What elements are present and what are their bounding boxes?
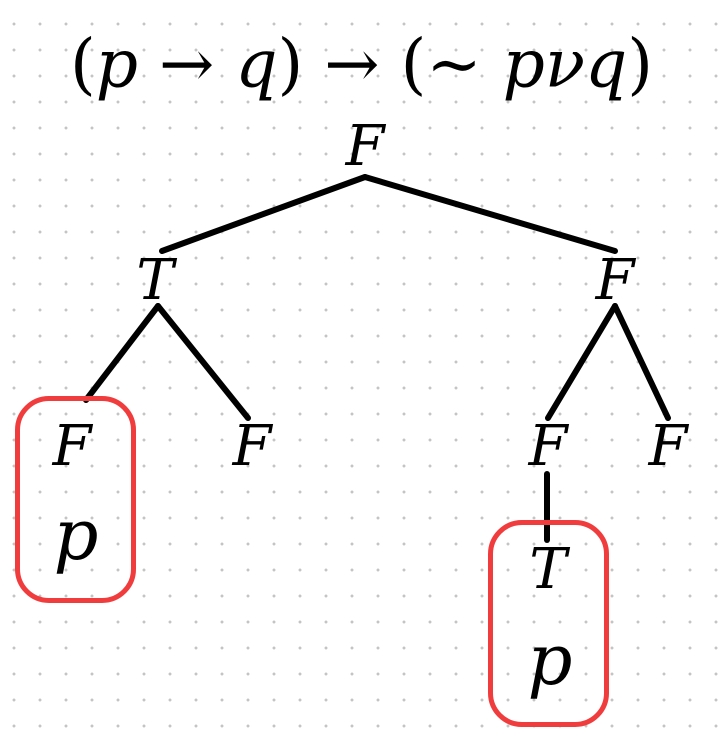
formula-open-paren: ( (70, 25, 96, 103)
left-variable-group-box (15, 396, 136, 603)
formula-main-arrow: → (324, 25, 380, 103)
edge-right-rightright (612, 303, 671, 421)
formula-open-paren-2: ( (400, 25, 427, 103)
edge-left-leftleft (83, 303, 161, 403)
formula-var-q: q (235, 25, 278, 103)
formula-connective: ν (544, 25, 585, 103)
node-left: T (136, 248, 174, 313)
node-right: F (595, 248, 635, 313)
edge-root-right (362, 174, 618, 254)
node-root: F (345, 114, 385, 179)
node-right-right: F (648, 414, 688, 479)
formula-arrow: → (158, 25, 215, 103)
formula-close-paren: ) (277, 25, 304, 103)
formula-var-p-2: p (502, 25, 545, 103)
right-variable-group-box (488, 520, 609, 727)
node-left-right: F (232, 414, 272, 479)
formula-tilde: ∼ (426, 25, 482, 103)
right-group-variable: p (527, 619, 573, 701)
formula-close-paren-2: ) (627, 25, 653, 103)
edge-root-left (159, 174, 368, 254)
node-left-left: F (52, 414, 92, 479)
formula: (p → q) → (∼ pνq) (70, 26, 653, 103)
left-group-variable: p (53, 494, 99, 576)
node-right-left-child: T (529, 537, 567, 602)
edge-left-leftright (155, 303, 251, 421)
edge-right-rightleft (545, 303, 618, 421)
formula-var-p: p (95, 25, 139, 103)
formula-var-q-2: q (584, 25, 628, 103)
node-right-left: F (528, 414, 568, 479)
